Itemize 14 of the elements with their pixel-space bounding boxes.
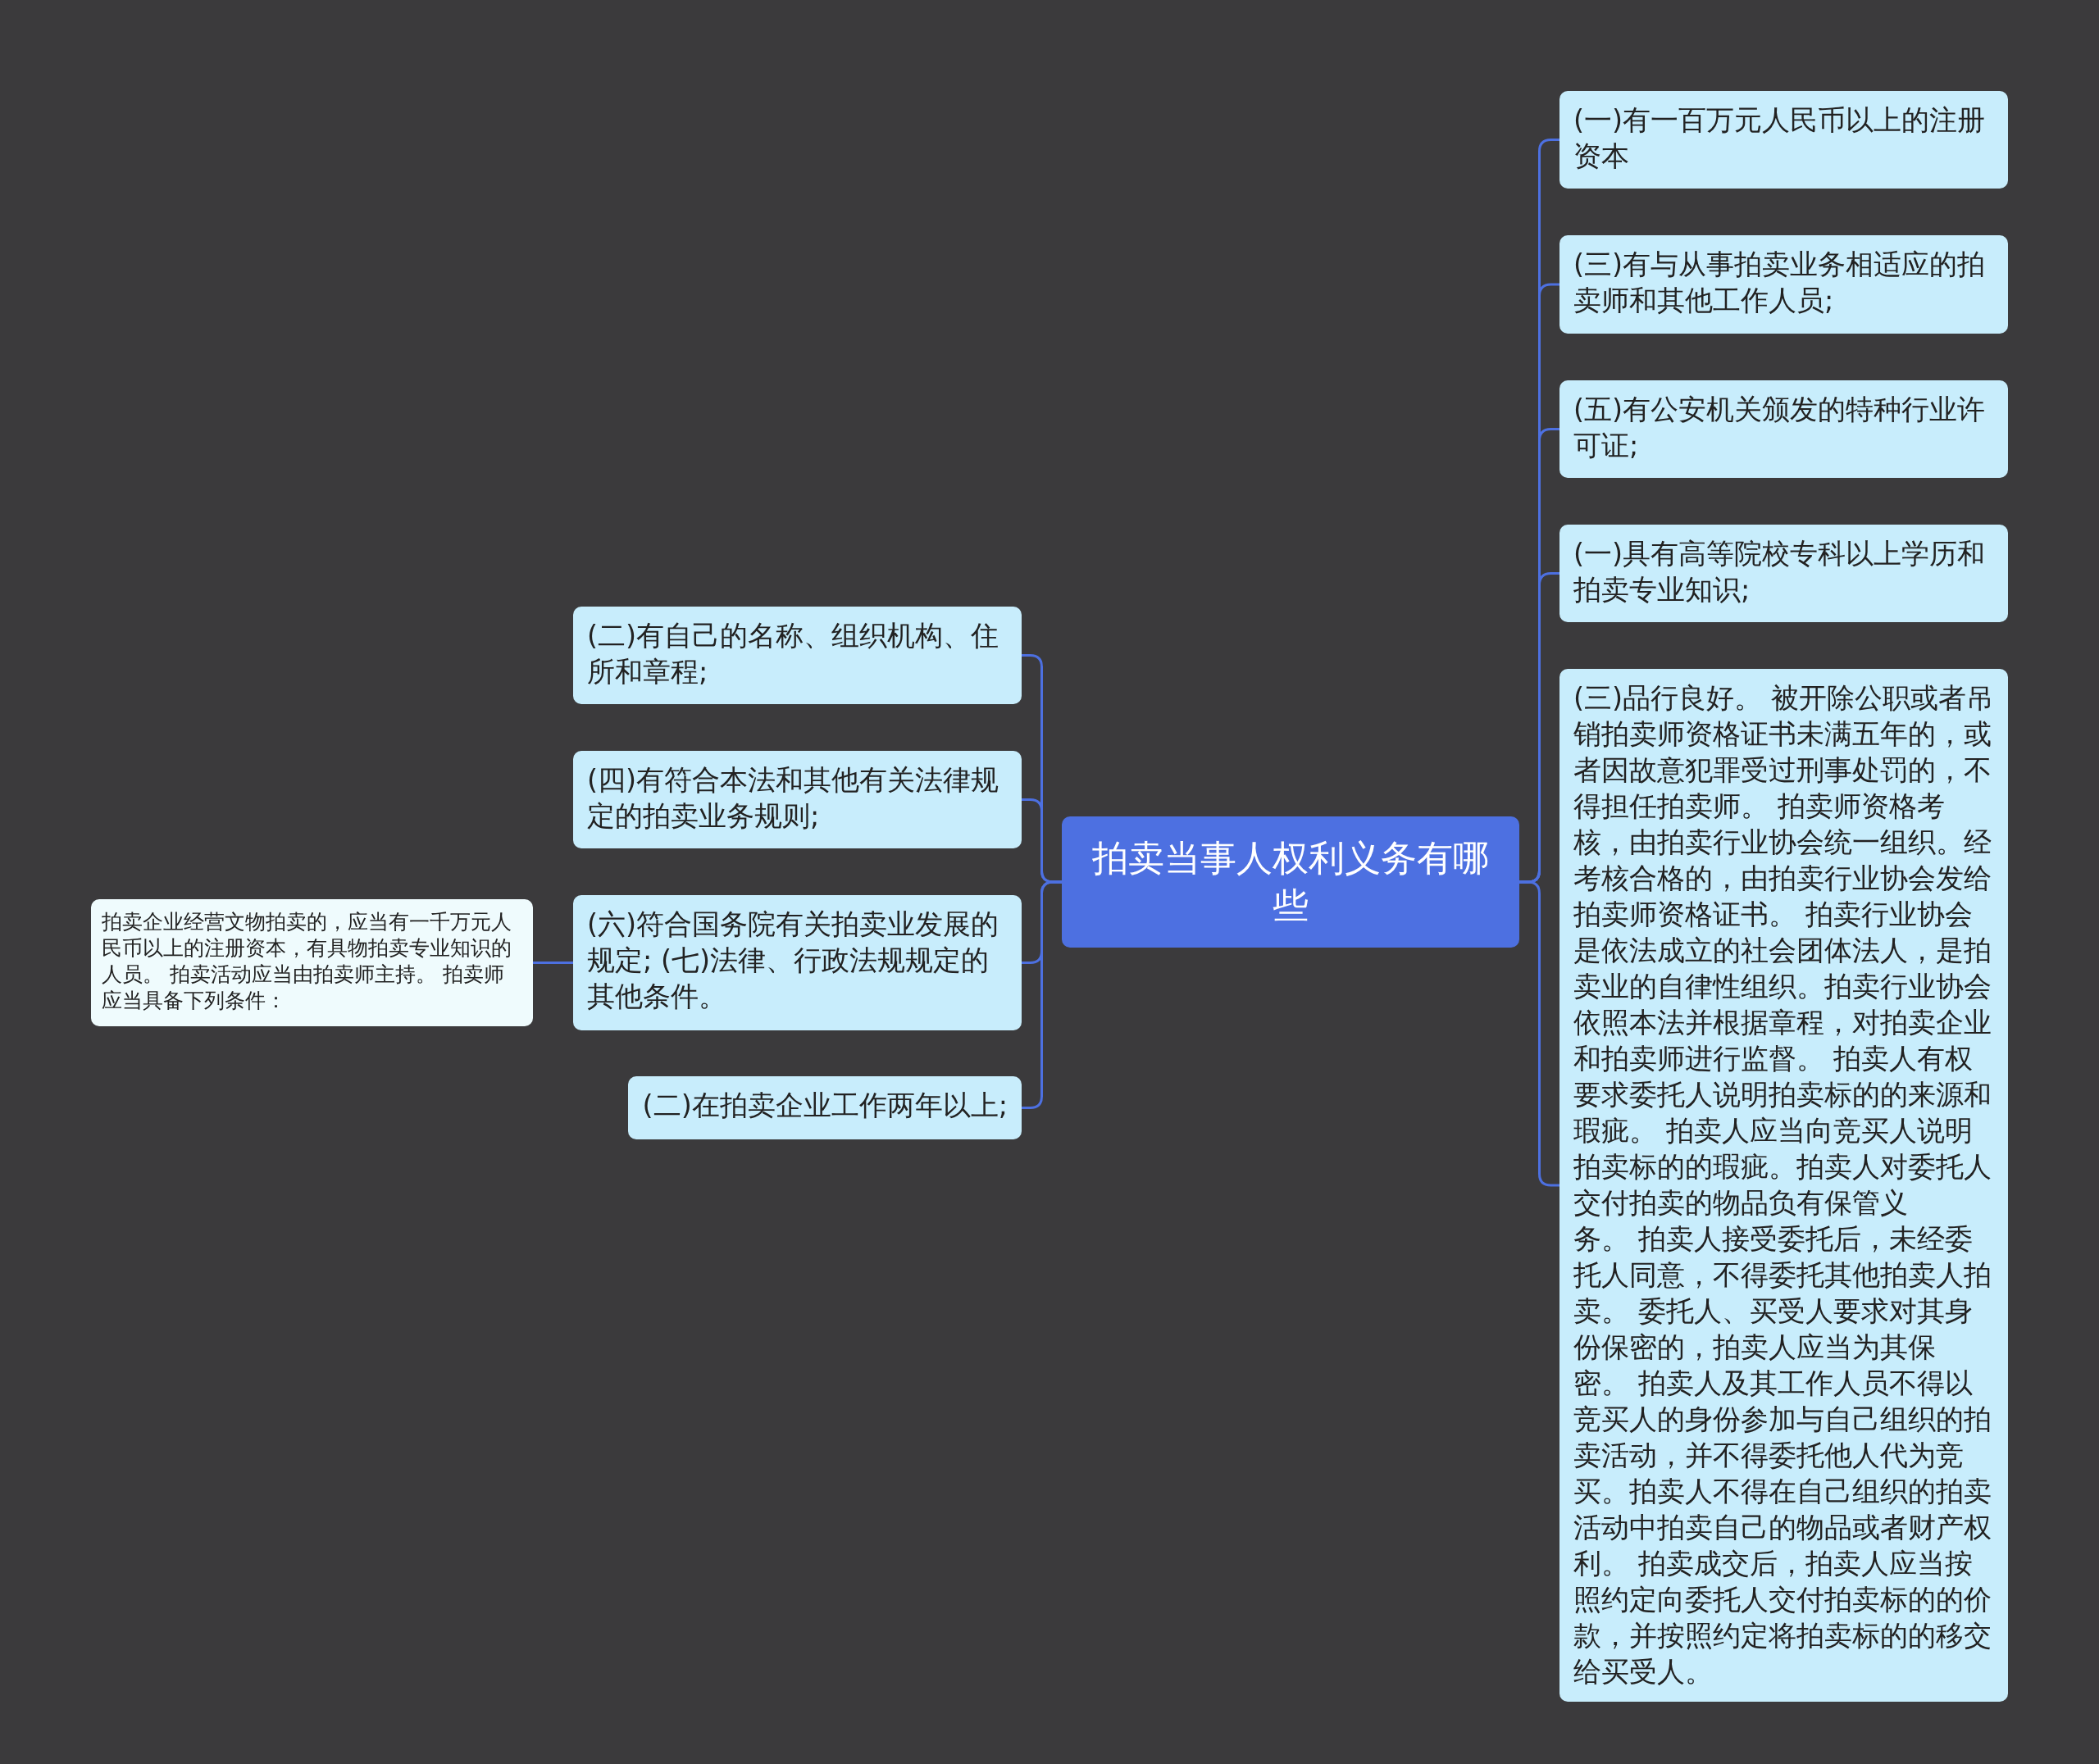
note-box: 拍卖企业经营文物拍卖的，应当有一千万元人民币以上的注册资本，有具物拍卖专业知识的人员。 拍卖活动应当由拍卖师主持。 拍卖师应当具备下列条件： bbox=[91, 899, 533, 1026]
subtopic-box: (六)符合国务院有关拍卖业发展的规定; (七)法律、行政法规规定的其他条件。 bbox=[573, 895, 1022, 1030]
subtopic-box: (三)品行良好。 被开除公职或者吊销拍卖师资格证书未满五年的，或者因故意犯罪受过刑事处罚的，不得担任拍卖师。 拍卖师资格考核，由拍卖行业协会统一组织。经考核合格的，由拍卖行业协会发给拍卖师资格证书。 拍卖行业协会是依法成立的社会团体法人，是拍卖业的自律性组织。拍卖行业协会依照本法并根据章程，对拍卖企业和拍卖师进行监督。 拍卖人有权要求委托人说明拍卖标的的来源和瑕疵。 拍卖人应当向竞买人说明拍卖标的的瑕疵。拍卖人对委托人交付拍卖的物品负有保管义务。 拍卖人接受委托后，未经委托人同意，不得委托其他拍卖人拍卖。 委托人、买受人要求对其身份保密的，拍卖人应当为其保密。 拍卖人及其工作人员不得以竞买人的身份参加与自己组织的拍卖活动，并不得委托他人代为竞买。拍卖人不得在自己组织的拍卖活动中拍卖自己的物品或者财产权利。 拍卖成交后，拍卖人应当按照约定向委托人交付拍卖标的的价款，并按照约定将拍卖标的的移交给买受人。 bbox=[1559, 669, 2008, 1702]
topic-box: 拍卖当事人权利义务有哪些 bbox=[1062, 816, 1519, 948]
subtopic-box: (五)有公安机关颁发的特种行业许可证; bbox=[1559, 380, 2008, 478]
subtopic-box: (二)在拍卖企业工作两年以上; bbox=[628, 1076, 1022, 1139]
connector-line bbox=[1519, 880, 1559, 1187]
connector-line bbox=[533, 962, 573, 964]
subtopic-box: (四)有符合本法和其他有关法律规定的拍卖业务规则; bbox=[573, 751, 1022, 848]
subtopic-box: (二)有自己的名称、组织机构、住所和章程; bbox=[573, 607, 1022, 704]
subtopic-box: (一)有一百万元人民币以上的注册资本 bbox=[1559, 91, 2008, 189]
subtopic-box: (三)有与从事拍卖业务相适应的拍卖师和其他工作人员; bbox=[1559, 235, 2008, 334]
connector-line bbox=[1022, 880, 1062, 1109]
subtopic-box: (一)具有高等院校专科以上学历和拍卖专业知识; bbox=[1559, 525, 2008, 622]
